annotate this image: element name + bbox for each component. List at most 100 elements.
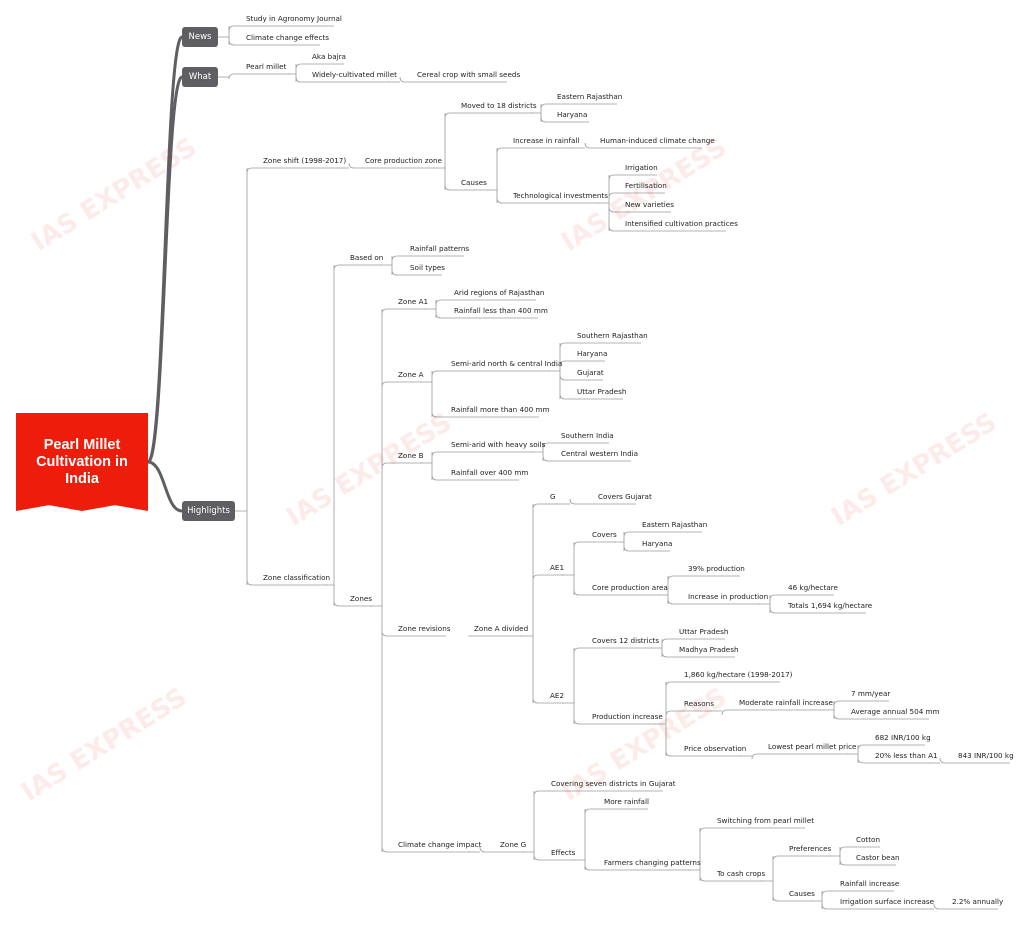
human-climate[interactable]: Human-induced climate change [600,136,715,145]
g-covers[interactable]: Covers Gujarat [598,492,652,501]
ae2[interactable]: AE2 [550,691,565,700]
tech-item[interactable]: Fertilisation [625,181,667,190]
connector [740,753,762,760]
a-semi-item[interactable]: Haryana [577,349,608,358]
core-39[interactable]: 39% production [688,564,745,573]
moved-districts[interactable]: Moved to 18 districts [461,101,537,110]
zone-revisions[interactable]: Zone revisions [398,624,451,633]
irrigation-surface[interactable]: Irrigation surface increase [840,897,935,906]
connector [468,846,494,853]
connector [522,790,545,861]
inc-production[interactable]: Increase in production [688,592,769,601]
core-area[interactable]: Core production area [592,583,668,592]
a1-item[interactable]: Rainfall less than 400 mm [454,306,548,315]
moderate-rainfall[interactable]: Moderate rainfall increase [739,698,833,707]
zone-b-rain[interactable]: Rainfall over 400 mm [451,468,529,477]
rainfall-increase[interactable]: Increase in rainfall [513,136,580,145]
ae2-item[interactable]: Madhya Pradesh [679,645,739,654]
b-semi-item[interactable]: Central western India [561,449,639,458]
a-semi-item[interactable]: Uttar Pradesh [577,387,627,396]
switching[interactable]: Switching from pearl millet [717,816,815,825]
prod-1860[interactable]: 1,860 kg/hectare (1998-2017) [684,670,793,679]
connector [922,903,946,910]
zone-a-divided[interactable]: Zone A divided [474,624,529,633]
moved-item[interactable]: Eastern Rajasthan [557,92,623,101]
connector [562,647,586,725]
branch-highlights[interactable]: Highlights [182,501,235,521]
branch-what[interactable]: What [182,67,218,87]
pref-item[interactable]: Cotton [856,835,881,844]
inc-item[interactable]: 46 kg/hectare [788,583,838,592]
zone-g-covering[interactable]: Covering seven districts in Gujarat [551,779,676,788]
connector [556,498,592,505]
zones[interactable]: Zones [350,594,373,603]
connector [929,757,952,764]
preferences[interactable]: Preferences [789,844,832,853]
what-aka[interactable]: Aka bajra [312,52,346,61]
production-increase[interactable]: Production increase [592,712,663,721]
b-semi-item[interactable]: Southern India [561,431,614,440]
effects[interactable]: Effects [551,848,576,857]
ae1-item[interactable]: Eastern Rajasthan [642,520,708,529]
connector [520,503,544,704]
what-pearl-millet[interactable]: Pearl millet [246,62,287,71]
a-semi-item[interactable]: Gujarat [577,368,604,377]
news-item[interactable]: Study in Agronomy Journal [246,14,342,23]
a-semi-item[interactable]: Southern Rajasthan [577,331,648,340]
ae2-covers[interactable]: Covers 12 districts [592,636,660,645]
zone-b[interactable]: Zone B [398,451,424,460]
rainfall-inc[interactable]: Rainfall increase [840,879,900,888]
cash-crops[interactable]: To cash crops [717,869,766,878]
ae1-item[interactable]: Haryana [642,539,673,548]
zone-classification[interactable]: Zone classification [263,573,331,582]
zone-g[interactable]: Zone G [500,840,527,849]
what-cereal[interactable]: Cereal crop with small seeds [417,70,521,79]
inc-item[interactable]: Totals 1,694 kg/hectare [788,601,873,610]
root-topic[interactable]: Pearl Millet Cultivation in India [16,413,148,511]
news-item[interactable]: Climate change effects [246,33,329,42]
causes[interactable]: Causes [461,178,487,187]
price-20pct[interactable]: 20% less than A1 [875,751,938,760]
core-zone[interactable]: Core production zone [365,156,442,165]
price-843[interactable]: 843 INR/100 kg [958,751,1014,760]
ae1-covers[interactable]: Covers [592,530,617,539]
zone-shift[interactable]: Zone shift (1998-2017) [263,156,347,165]
a1-item[interactable]: Arid regions of Rajasthan [454,288,545,297]
root-title: Pearl Millet Cultivation in India [36,436,128,487]
connector [487,147,507,204]
moderate-item[interactable]: 7 mm/year [851,689,891,698]
lowest-price[interactable]: Lowest pearl millet price [768,742,857,751]
zone-a-semi[interactable]: Semi-arid north & central India [451,359,563,368]
climate-impact[interactable]: Climate change impact [398,840,482,849]
connector [531,442,555,462]
connector [811,890,834,910]
irr-rate[interactable]: 2.2% annually [952,897,1004,906]
pref-item[interactable]: Castor bean [856,853,900,862]
ae2-item[interactable]: Uttar Pradesh [679,627,729,636]
what-widely[interactable]: Widely-cultivated millet [312,70,397,79]
based-on[interactable]: Based on [350,253,384,262]
moderate-item[interactable]: Average annual 504 mm [851,707,940,716]
connector [573,808,598,871]
branch-news[interactable]: News [182,27,218,47]
based-item[interactable]: Soil types [410,263,446,272]
price-682[interactable]: 682 INR/100 kg [875,733,931,742]
ae1[interactable]: AE1 [550,563,565,572]
zone-a1[interactable]: Zone A1 [398,297,429,306]
more-rainfall[interactable]: More rainfall [604,797,649,806]
farmers-changing[interactable]: Farmers changing patterns [604,858,701,867]
tech-item[interactable]: New varieties [625,200,674,209]
zone-a-rain[interactable]: Rainfall more than 400 mm [451,405,550,414]
climate-causes[interactable]: Causes [789,889,815,898]
price-observation[interactable]: Price observation [684,744,747,753]
moved-item[interactable]: Haryana [557,110,588,119]
tech-item[interactable]: Intensified cultivation practices [625,219,738,228]
zone-a[interactable]: Zone A [398,370,424,379]
zone-g-short[interactable]: G [550,492,556,501]
reasons[interactable]: Reasons [684,699,714,708]
tech-item[interactable]: Irrigation [625,163,658,172]
zone-b-semi[interactable]: Semi-arid with heavy soils [451,440,546,449]
tech-investments[interactable]: Technological investments [513,191,608,200]
connector [288,63,306,83]
based-item[interactable]: Rainfall patterns [410,244,470,253]
